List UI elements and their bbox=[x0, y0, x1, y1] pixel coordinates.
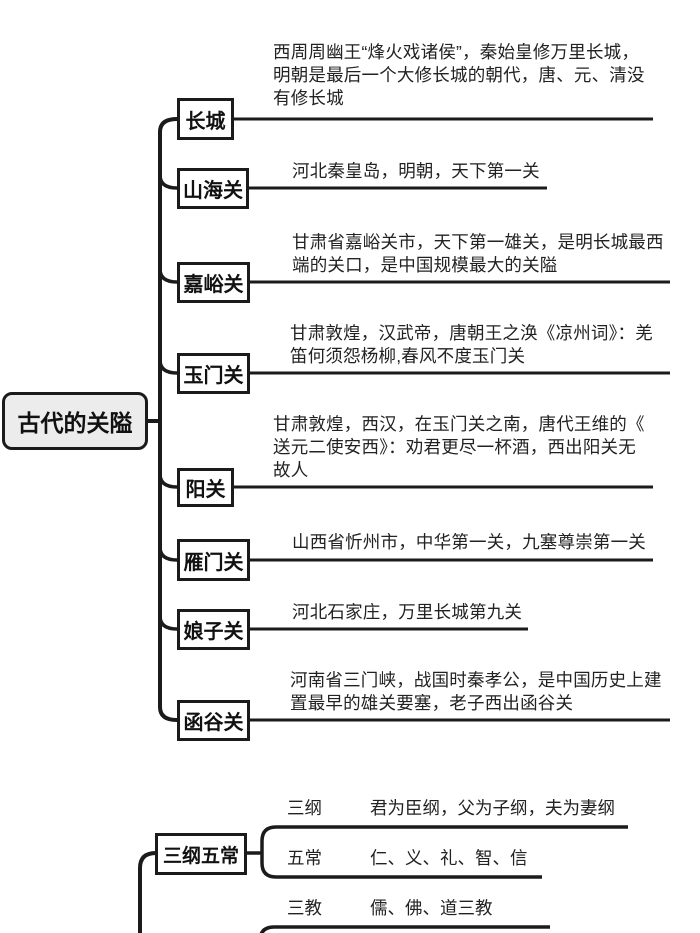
desc-yumenguan: 甘肃敦煌，汉武帝，唐朝王之涣《凉州词》：羌 笛何须怨杨柳,春风不度玉门关 bbox=[290, 323, 653, 366]
branch-hook bbox=[158, 359, 178, 375]
node-yangguan[interactable]: 阳关 bbox=[177, 468, 234, 507]
desc-shanhaiguan: 河北秦皇岛，明朝，天下第一关 bbox=[292, 161, 540, 181]
branch-hook bbox=[158, 615, 178, 631]
node-yanmenguan[interactable]: 雁门关 bbox=[177, 539, 250, 581]
spine-line-bottom bbox=[138, 851, 157, 933]
desc-changcheng: 西周周幽王“烽火戏诸侯”，秦始皇修万里长城， 明朝是最后一个大修长城的朝代，唐、… bbox=[273, 42, 645, 108]
desc-niangziguan: 河北石家庄，万里长城第九关 bbox=[292, 602, 523, 622]
node-niangziguan[interactable]: 娘子关 bbox=[177, 609, 250, 650]
row-label-sanjiao: 三教 bbox=[287, 898, 322, 918]
row-text-sangang: 君为臣纲，父为子纲，夫为妻纲 bbox=[370, 798, 615, 818]
node-yumenguan[interactable]: 玉门关 bbox=[177, 353, 250, 394]
desc-yanmenguan: 山西省忻州市，中华第一关，九塞尊崇第一关 bbox=[292, 532, 646, 552]
row-text-wuchang: 仁、义、礼、智、信 bbox=[370, 848, 528, 868]
node-hanguguan[interactable]: 函谷关 bbox=[177, 700, 250, 741]
node-label: 阳关 bbox=[185, 479, 226, 501]
root-node-ancient-passes[interactable]: 古代的关隘 bbox=[2, 392, 148, 450]
node-changcheng[interactable]: 长城 bbox=[177, 98, 234, 140]
node-label: 三纲五常 bbox=[162, 845, 239, 867]
node-label: 山海关 bbox=[183, 180, 243, 202]
node-shanhaiguan[interactable]: 山海关 bbox=[177, 168, 249, 209]
row-label-sangang: 三纲 bbox=[287, 798, 322, 818]
branch-hook bbox=[158, 473, 178, 489]
root-node-label: 古代的关隘 bbox=[17, 410, 133, 436]
child-bracket bbox=[259, 925, 550, 933]
row-text-sanjiao: 儒、佛、道三教 bbox=[370, 898, 493, 918]
desc-yangguan: 甘肃敦煌，西汉，在玉门关之南，唐代王维的《 送元二使安西》：劝君更尽一杯酒，西出… bbox=[273, 414, 645, 480]
node-label: 长城 bbox=[185, 110, 226, 133]
node-label: 娘子关 bbox=[183, 621, 244, 643]
desc-jiayuguan: 甘肃省嘉峪关市，天下第一雄关，是明长城最西 端的关口，是中国规模最大的关隘 bbox=[292, 232, 664, 275]
node-label: 玉门关 bbox=[183, 365, 244, 387]
child-bracket bbox=[260, 825, 628, 879]
row-label-wuchang: 五常 bbox=[287, 848, 322, 868]
node-label: 雁门关 bbox=[183, 551, 244, 574]
branch-hook bbox=[158, 174, 178, 190]
branch-hook bbox=[158, 546, 178, 562]
node-jiayuguan[interactable]: 嘉峪关 bbox=[177, 262, 250, 303]
node-label: 嘉峪关 bbox=[183, 274, 244, 296]
node-label: 函谷关 bbox=[183, 712, 244, 734]
node-sangang-wuchang[interactable]: 三纲五常 bbox=[155, 833, 247, 875]
branch-hook bbox=[158, 268, 178, 284]
desc-hanguguan: 河南省三门峡，战国时秦孝公，是中国历史上建 置最早的雄关要塞，老子西出函谷关 bbox=[290, 670, 662, 713]
